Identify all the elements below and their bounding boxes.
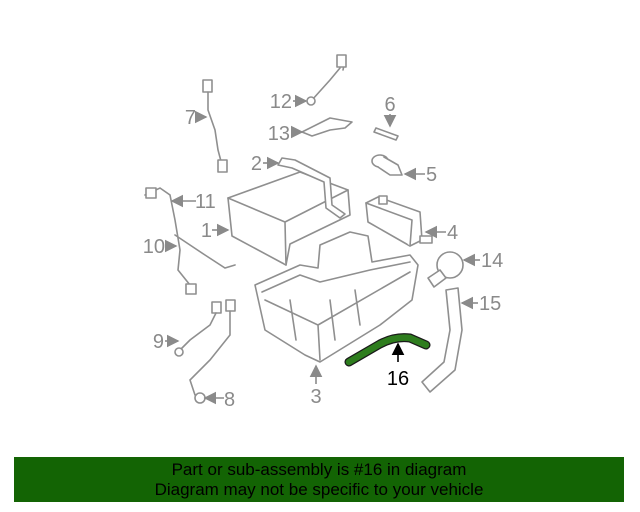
banner-part-line: Part or sub-assembly is #16 in diagram [171, 460, 467, 479]
callout-16: 16 [387, 368, 409, 390]
callout-5: 5 [426, 164, 437, 186]
callout-7: 7 [185, 107, 196, 129]
part-15-hose[interactable] [421, 287, 463, 393]
callout-13: 13 [268, 123, 290, 145]
part-8-9-harness[interactable] [174, 299, 236, 404]
part-10-11-harness[interactable] [144, 187, 236, 295]
part-13-bracket[interactable] [301, 117, 353, 137]
part-12-sensor[interactable] [306, 54, 347, 106]
callout-15: 15 [479, 293, 501, 315]
part-4-valve-body[interactable] [365, 195, 433, 247]
leader-arrows [164, 94, 480, 405]
callout-10: 10 [143, 236, 165, 258]
part-5-sensor[interactable] [371, 154, 403, 176]
part-7-harness[interactable] [202, 79, 228, 173]
banner-disclaimer-line: Diagram may not be specific to your vehi… [154, 480, 484, 499]
callout-8: 8 [224, 389, 235, 411]
callout-6: 6 [384, 94, 395, 116]
part-1-canister[interactable] [227, 171, 351, 266]
callout-11: 11 [195, 191, 216, 213]
info-banner: Part or sub-assembly is #16 in diagram D… [14, 457, 624, 502]
callout-12: 12 [270, 91, 292, 113]
callout-4: 4 [447, 222, 458, 244]
part-6-fitting[interactable] [373, 127, 399, 141]
part-2-bracket[interactable] [277, 157, 346, 219]
callout-14: 14 [481, 250, 503, 272]
callout-1: 1 [201, 220, 212, 242]
callout-3: 3 [310, 386, 321, 408]
part-3-tray[interactable] [254, 231, 419, 363]
part-14-elbow[interactable] [427, 251, 464, 288]
callout-2: 2 [251, 153, 262, 175]
callout-9: 9 [153, 331, 164, 353]
